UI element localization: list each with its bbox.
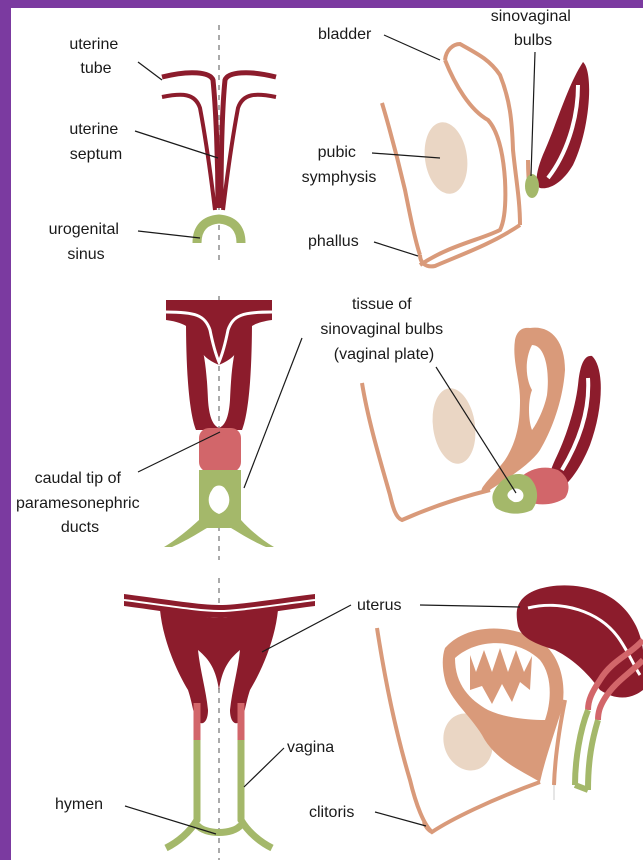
frame-top xyxy=(0,0,643,8)
label-clitoris: clitoris xyxy=(309,804,354,821)
phallus-base xyxy=(420,225,520,266)
label-uterine-tube: uterine tube xyxy=(69,36,122,77)
uterine-tubes-3 xyxy=(124,594,315,618)
label-phallus: phallus xyxy=(308,233,359,250)
label-caudal-tip: caudal tip of paramesonephric ducts xyxy=(16,470,144,536)
uterine-tube-left xyxy=(162,73,218,208)
vagina-3-sag-lower xyxy=(575,710,598,790)
pubic-symphysis-bone xyxy=(420,119,472,196)
frontal-view-3 xyxy=(124,578,315,860)
pubic-symphysis-bone-2 xyxy=(428,385,480,466)
label-hymen: hymen xyxy=(55,796,103,813)
frontal-view-1 xyxy=(162,25,276,262)
clitoris-tip xyxy=(424,822,432,832)
uterine-tube-inner-right xyxy=(223,95,276,210)
frame-left xyxy=(0,0,11,860)
uterine-tube-right xyxy=(221,73,276,208)
label-sinovaginal-bulbs: sinovaginal bulbs xyxy=(491,8,576,49)
label-vagina: vagina xyxy=(287,739,334,756)
label-bladder: bladder xyxy=(318,26,372,43)
pubic-symphysis-body xyxy=(382,103,420,255)
label-pubic-symphysis: pubic symphysis xyxy=(302,144,377,186)
label-tissue-sinovaginal: tissue of sinovaginal bulbs (vaginal pla… xyxy=(320,296,447,363)
panel-3 xyxy=(124,578,643,860)
label-uterine-septum: uterine septum xyxy=(69,121,122,163)
sinovaginal-bulb-1 xyxy=(525,174,539,198)
uterus-3 xyxy=(160,610,278,723)
uterine-tube-inner-left xyxy=(162,95,215,210)
sagittal-view-3 xyxy=(377,585,643,832)
frontal-view-2 xyxy=(164,296,274,560)
uterus-horns-2 xyxy=(166,300,272,365)
caudal-tip-2 xyxy=(199,428,241,472)
sagittal-view-1 xyxy=(382,44,589,266)
paramesonephric-duct-1 xyxy=(537,62,590,188)
label-urogenital-sinus: urogenital sinus xyxy=(49,221,124,263)
vagina-lower-3 xyxy=(166,740,272,848)
panel-1 xyxy=(162,25,589,266)
label-uterus: uterus xyxy=(357,597,401,614)
